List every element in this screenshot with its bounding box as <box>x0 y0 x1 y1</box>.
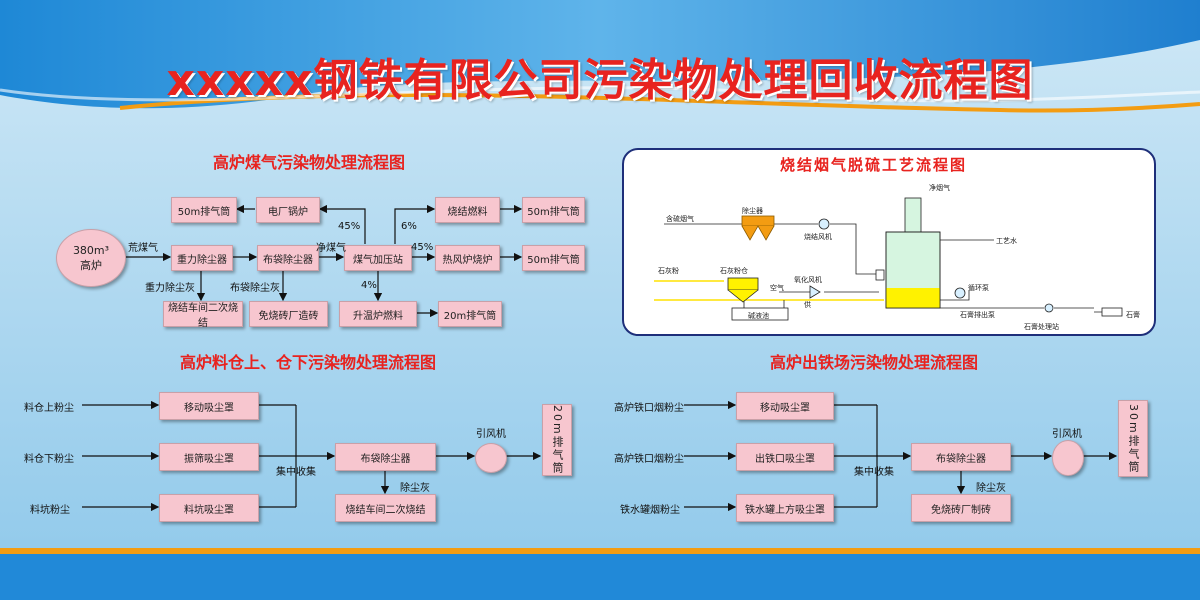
taphole-hood-2: 出铁口吸尘罩 <box>736 443 834 471</box>
chimney-50m-hot-blast: 50m排气筒 <box>522 245 585 271</box>
sulfur-flue-label: 含硫烟气 <box>666 215 694 223</box>
gypsum-pump-label: 石膏排出泵 <box>960 311 995 319</box>
brick-plant: 免烧砖厂造砖 <box>249 301 328 327</box>
silo-section-heading: 高炉料仓上、仓下污染物处理流程图 <box>180 353 437 372</box>
furnace-volume: 380m³ <box>72 243 110 257</box>
silo-source-1: 料仓上粉尘 <box>24 403 74 414</box>
chimney-50m-sinter: 50m排气筒 <box>522 197 585 223</box>
circulation-pump-label: 循环泵 <box>968 284 989 292</box>
silo-reuse-box: 烧结车间二次烧结 <box>335 494 436 522</box>
power-plant-boiler: 电厂锅炉 <box>256 197 320 223</box>
taphole-section-heading: 高炉出铁场污染物处理流程图 <box>770 353 979 372</box>
air-label: 空气 <box>770 284 784 292</box>
taphole-bag-collector: 布袋除尘器 <box>911 443 1011 471</box>
silo-hood-2: 振筛吸尘罩 <box>159 443 259 471</box>
taphole-hood-1: 移动吸尘罩 <box>736 392 834 420</box>
silo-source-2: 料仓下粉尘 <box>24 454 74 465</box>
taphole-chimney: 30m排气筒 <box>1118 400 1148 477</box>
silo-source-3: 料坑粉尘 <box>30 505 70 516</box>
gas-section-heading: 高炉煤气污染物处理流程图 <box>213 153 406 172</box>
hot-blast-stove: 热风炉烧炉 <box>435 245 500 271</box>
page-title: xxxxx钢铁有限公司污染物处理回收流程图 <box>166 55 1034 106</box>
pct-4-label: 4% <box>361 280 377 291</box>
desulf-process-diagram <box>654 197 1123 321</box>
secondary-sintering: 烧结车间二次烧结 <box>163 301 243 329</box>
oxidation-fan-label: 氧化风机 <box>794 276 822 284</box>
taphole-source-3: 铁水罐烟粉尘 <box>620 505 680 516</box>
taphole-collect-label: 集中收集 <box>854 467 894 478</box>
pct-45-boiler-label: 45% <box>338 221 361 232</box>
silo-chimney: 20m排气筒 <box>542 404 572 476</box>
furnace-name: 高炉 <box>80 258 102 272</box>
clean-gas-label: 净煤气 <box>316 243 346 254</box>
taphole-fan-label: 引风机 <box>1052 429 1082 440</box>
taphole-ash-label: 除尘灰 <box>976 483 1006 494</box>
taphole-induced-fan <box>1052 440 1084 476</box>
silo-collect-label: 集中收集 <box>276 467 316 478</box>
silo-hood-3: 料坑吸尘罩 <box>159 494 259 522</box>
raw-gas-label: 荒煤气 <box>128 243 158 254</box>
taphole-reuse-box: 免烧砖厂制砖 <box>911 494 1011 522</box>
taphole-source-1: 高炉铁口烟粉尘 <box>614 403 684 414</box>
blast-furnace-node: 380m³ 高炉 <box>56 229 126 287</box>
pct-45-hotblast-label: 45% <box>411 242 434 253</box>
silo-bag-collector: 布袋除尘器 <box>335 443 436 471</box>
sinter-fan-label: 烧结风机 <box>804 233 832 241</box>
silo-ash-label: 除尘灰 <box>400 483 430 494</box>
taphole-source-2: 高炉铁口烟粉尘 <box>614 454 684 465</box>
pct-6-label: 6% <box>401 221 417 232</box>
gas-pressure-station: 煤气加压站 <box>344 245 412 271</box>
desulf-section-heading: 烧结烟气脱硫工艺流程图 <box>780 156 968 174</box>
sinter-fuel: 烧结燃料 <box>435 197 500 223</box>
alkali-pool-label: 碱液池 <box>748 312 769 320</box>
lime-powder-label: 石灰粉 <box>658 267 679 275</box>
clean-flue-label: 净烟气 <box>929 184 950 192</box>
dust-collector-label: 除尘器 <box>742 207 763 215</box>
desulfurization-panel: 烧结烟气脱硫工艺流程图 <box>622 148 1156 336</box>
silo-fan-label: 引风机 <box>476 429 506 440</box>
gypsum-label: 石膏 <box>1126 311 1140 319</box>
heating-furnace-fuel: 升温炉燃料 <box>339 301 417 327</box>
silo-induced-fan <box>475 443 507 473</box>
silo-hood-1: 移动吸尘罩 <box>159 392 259 420</box>
taphole-hood-3: 铁水罐上方吸尘罩 <box>736 494 834 522</box>
chimney-50m-top: 50m排气筒 <box>171 197 237 223</box>
gravity-ash-label: 重力除尘灰 <box>145 283 195 294</box>
chimney-20m: 20m排气筒 <box>438 301 502 327</box>
gypsum-station-label: 石膏处理站 <box>1024 323 1059 331</box>
supply-label: 供 <box>804 301 811 309</box>
bag-dust-collector: 布袋除尘器 <box>257 245 319 271</box>
bag-ash-label: 布袋除尘灰 <box>230 283 280 294</box>
lime-silo-label: 石灰粉仓 <box>720 267 748 275</box>
process-water-label: 工艺水 <box>996 237 1017 245</box>
gravity-dust-collector: 重力除尘器 <box>171 245 233 271</box>
